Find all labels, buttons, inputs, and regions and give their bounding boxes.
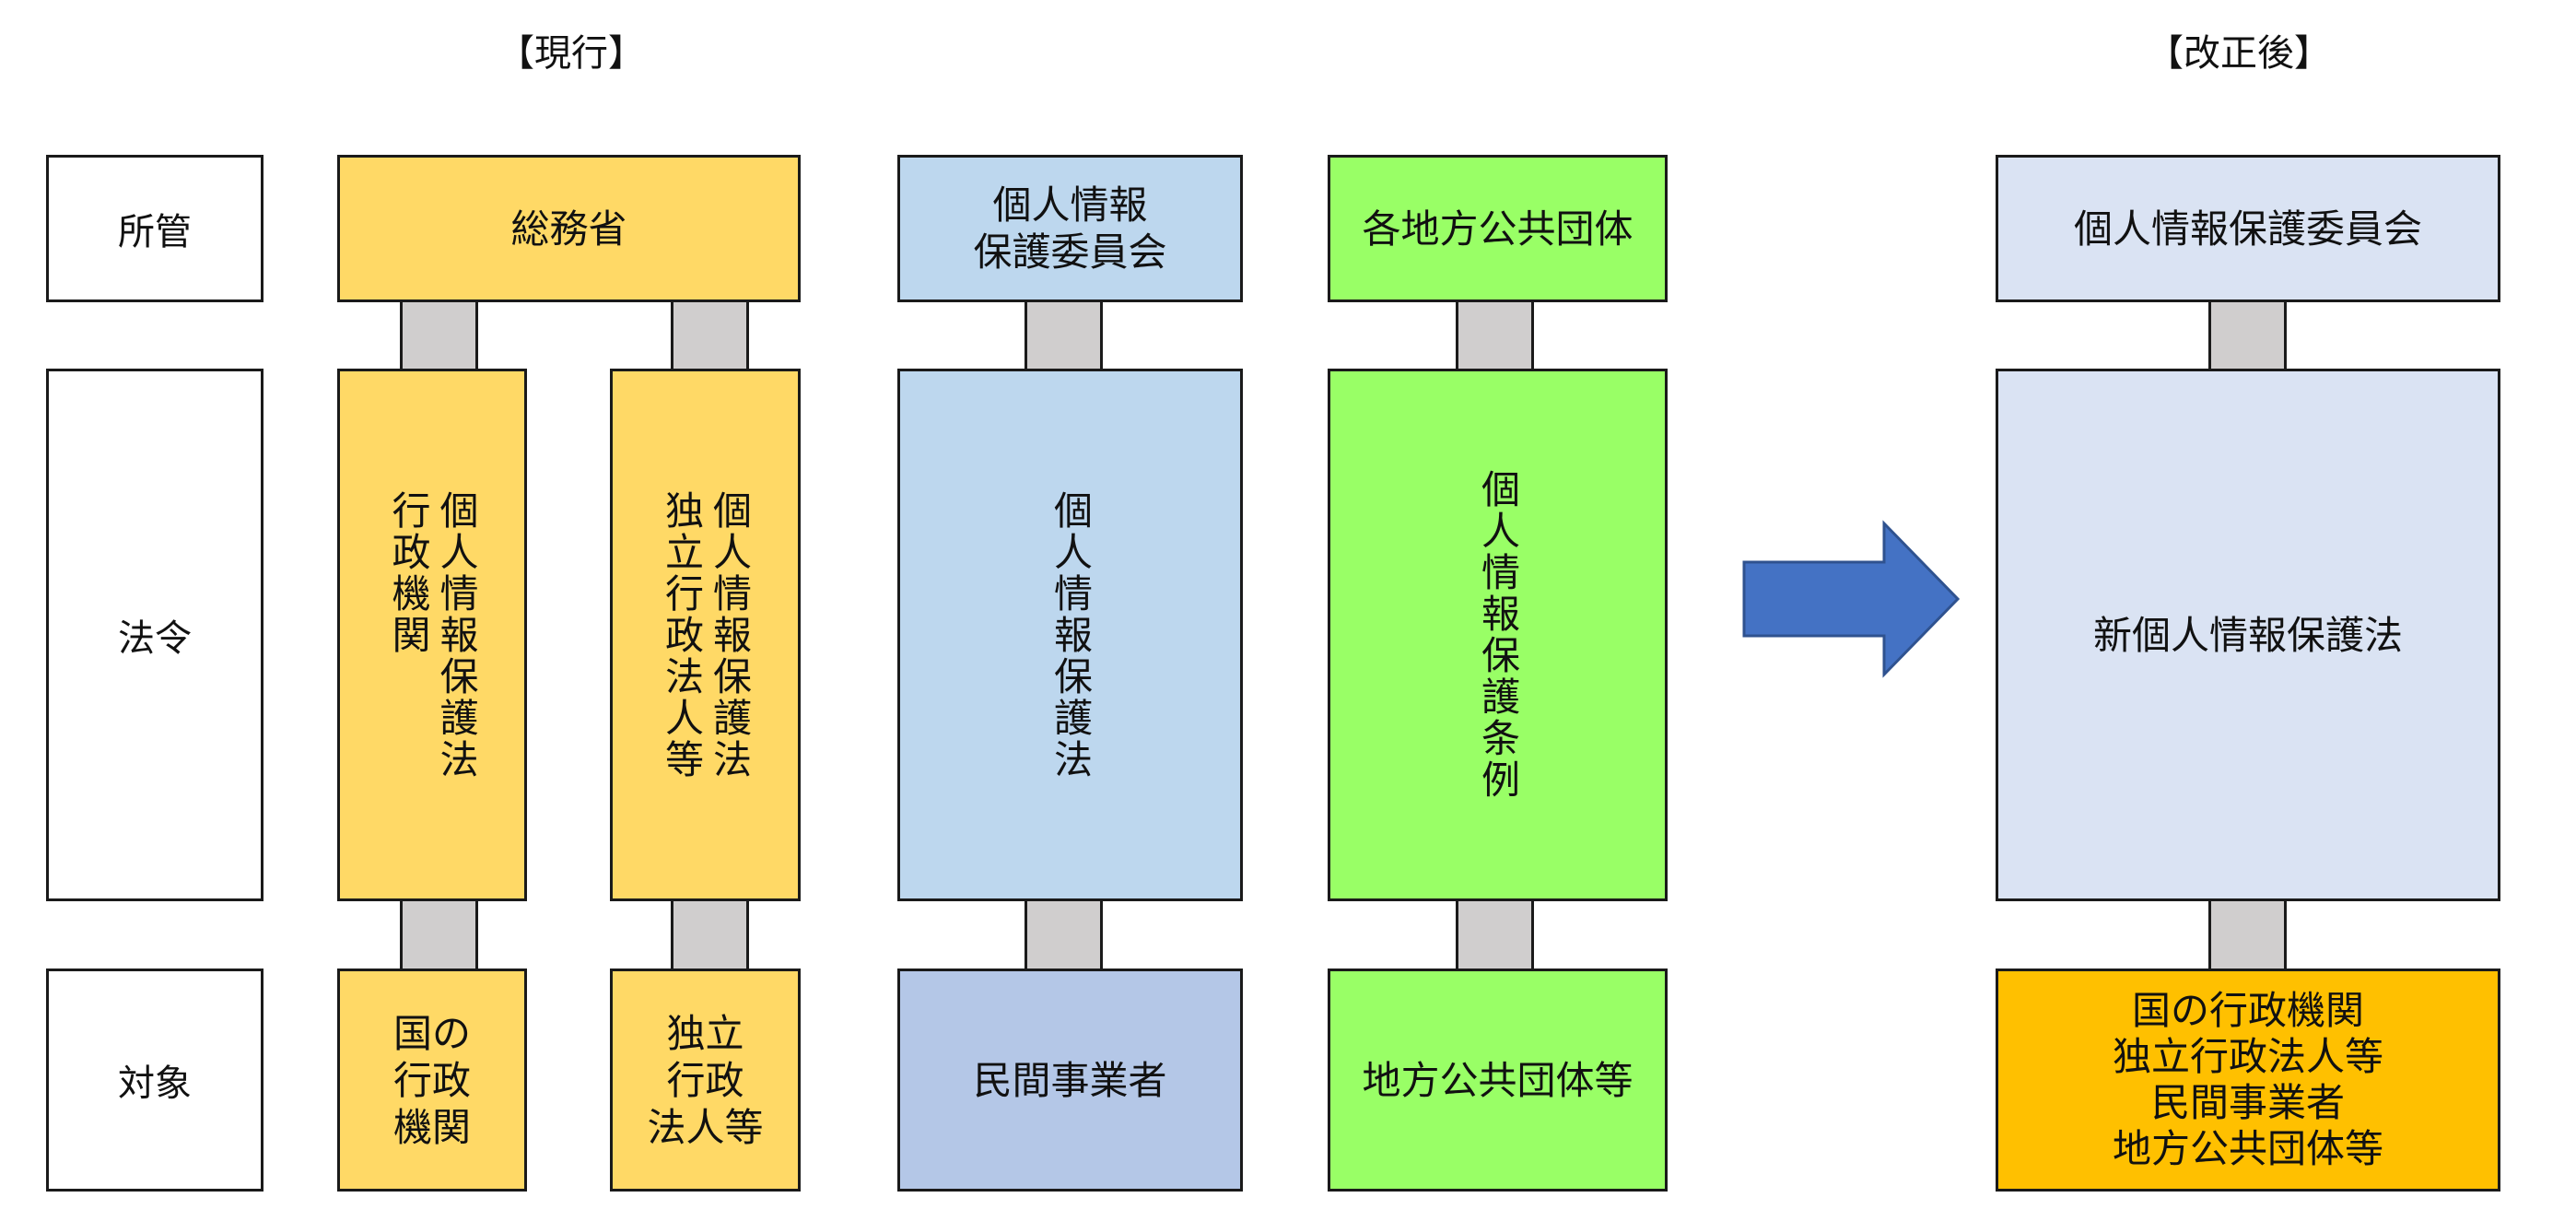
header-revised: 【改正後】 xyxy=(2147,32,2331,75)
row-label-law-text: 法令 xyxy=(118,617,192,660)
connector-local-top xyxy=(1456,299,1534,371)
connector-revised-top xyxy=(2208,299,2287,371)
ppc-law-text: 個人情報保護法 xyxy=(1048,489,1094,781)
connector-revised-bottom xyxy=(2208,898,2287,971)
row-label-target: 対象 xyxy=(46,969,263,1192)
ppc-target-box: 民間事業者 xyxy=(897,969,1243,1192)
revised-org-text: 個人情報保護委員会 xyxy=(2073,205,2422,252)
connector-soumu-iai-bottom xyxy=(671,898,749,971)
ppc-org-text: 個人情報 保護委員会 xyxy=(973,182,1167,275)
soumu-admin-law-box: 個人情報保護法 行政機関 xyxy=(337,369,527,901)
revised-law-box: 新個人情報保護法 xyxy=(1996,369,2500,901)
soumu-iai-target-text: 独立 行政 法人等 xyxy=(647,1010,764,1150)
local-org-box: 各地方公共団体 xyxy=(1328,155,1668,302)
connector-soumu-iai-top xyxy=(671,299,749,371)
local-law-text: 個人情報保護条例 xyxy=(1475,469,1521,801)
header-current: 【現行】 xyxy=(498,32,645,75)
revised-law-text: 新個人情報保護法 xyxy=(2092,612,2403,658)
local-org-text: 各地方公共団体 xyxy=(1362,205,1633,252)
connector-soumu-admin-bottom xyxy=(400,898,478,971)
revised-org-box: 個人情報保護委員会 xyxy=(1996,155,2500,302)
soumu-iai-law-text: 個人情報保護法 独立行政法人等 xyxy=(659,489,753,781)
row-label-law: 法令 xyxy=(46,369,263,901)
connector-ppc-bottom xyxy=(1025,898,1103,971)
right-arrow-icon xyxy=(1742,520,1961,678)
revised-target-text: 国の行政機関 独立行政法人等 民間事業者 地方公共団体等 xyxy=(2112,988,2383,1171)
connector-soumu-admin-top xyxy=(400,299,478,371)
soumu-org-text: 総務省 xyxy=(510,205,627,252)
ppc-target-text: 民間事業者 xyxy=(973,1057,1167,1103)
connector-local-bottom xyxy=(1456,898,1534,971)
soumu-org-box: 総務省 xyxy=(337,155,801,302)
soumu-admin-law-text: 個人情報保護法 行政機関 xyxy=(386,489,479,781)
row-label-jurisdiction-text: 所管 xyxy=(118,211,192,253)
revised-target-box: 国の行政機関 独立行政法人等 民間事業者 地方公共団体等 xyxy=(1996,969,2500,1192)
row-label-target-text: 対象 xyxy=(118,1063,192,1105)
connector-ppc-top xyxy=(1025,299,1103,371)
soumu-iai-law-box: 個人情報保護法 独立行政法人等 xyxy=(610,369,801,901)
local-target-text: 地方公共団体等 xyxy=(1362,1057,1633,1103)
soumu-admin-target-text: 国の 行政 機関 xyxy=(392,1010,471,1150)
ppc-org-box: 個人情報 保護委員会 xyxy=(897,155,1243,302)
row-label-jurisdiction: 所管 xyxy=(46,155,263,302)
local-law-box: 個人情報保護条例 xyxy=(1328,369,1668,901)
soumu-admin-target-box: 国の 行政 機関 xyxy=(337,969,527,1192)
ppc-law-box: 個人情報保護法 xyxy=(897,369,1243,901)
local-target-box: 地方公共団体等 xyxy=(1328,969,1668,1192)
soumu-iai-target-box: 独立 行政 法人等 xyxy=(610,969,801,1192)
